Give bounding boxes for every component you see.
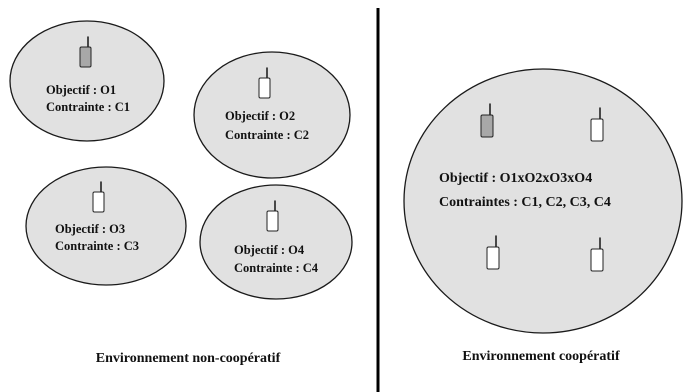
device-body	[486, 246, 500, 270]
group-2-region	[193, 51, 351, 179]
non-cooperative-caption: Environnement non-coopératif	[96, 351, 281, 366]
group-4: Objectif : O4 Contrainte : C4	[199, 184, 353, 300]
device-body	[590, 118, 604, 142]
group-1-objective: Objectif : O1	[46, 83, 116, 97]
cooperative-caption: Environnement coopératif	[462, 349, 620, 364]
device-body	[590, 248, 604, 272]
mobile-terminal-icon	[258, 67, 271, 99]
group-1-constraint: Contrainte : C1	[46, 100, 130, 114]
group-2-constraint: Contrainte : C2	[225, 128, 309, 142]
group-4-constraint: Contrainte : C4	[234, 261, 319, 275]
group-3: Objectif : O3 Contrainte : C3	[25, 166, 187, 286]
group-3-objective: Objectif : O3	[55, 222, 125, 236]
device-body	[258, 77, 271, 99]
group-3-constraint: Contrainte : C3	[55, 239, 139, 253]
device-body	[79, 46, 92, 68]
device-body	[92, 191, 105, 213]
mobile-terminal-icon	[590, 107, 604, 142]
mobile-terminal-icon	[486, 235, 500, 270]
group-1: Objectif : O1 Contrainte : C1	[9, 20, 165, 142]
mobile-terminal-icon	[266, 200, 279, 232]
cooperative-constraints: Contraintes : C1, C2, C3, C4	[439, 195, 611, 210]
mobile-terminal-icon	[79, 36, 92, 68]
group-1-region	[9, 20, 165, 142]
group-4-region	[199, 184, 353, 300]
mobile-terminal-icon	[590, 237, 604, 272]
group-3-region	[25, 166, 187, 286]
group-2-objective: Objectif : O2	[225, 109, 295, 123]
device-body	[480, 114, 494, 138]
group-2: Objectif : O2 Contrainte : C2	[193, 51, 351, 179]
cooperative-objective: Objectif : O1xO2xO3xO4	[439, 171, 592, 186]
cooperative-section: Objectif : O1xO2xO3xO4 Contraintes : C1,…	[403, 68, 683, 364]
cooperative-region	[403, 68, 683, 334]
mobile-terminal-icon	[480, 103, 494, 138]
device-body	[266, 210, 279, 232]
mobile-terminal-icon	[92, 181, 105, 213]
group-4-objective: Objectif : O4	[234, 243, 305, 257]
non-cooperative-section: Objectif : O1 Contrainte : C1 Objectif :…	[9, 20, 353, 366]
